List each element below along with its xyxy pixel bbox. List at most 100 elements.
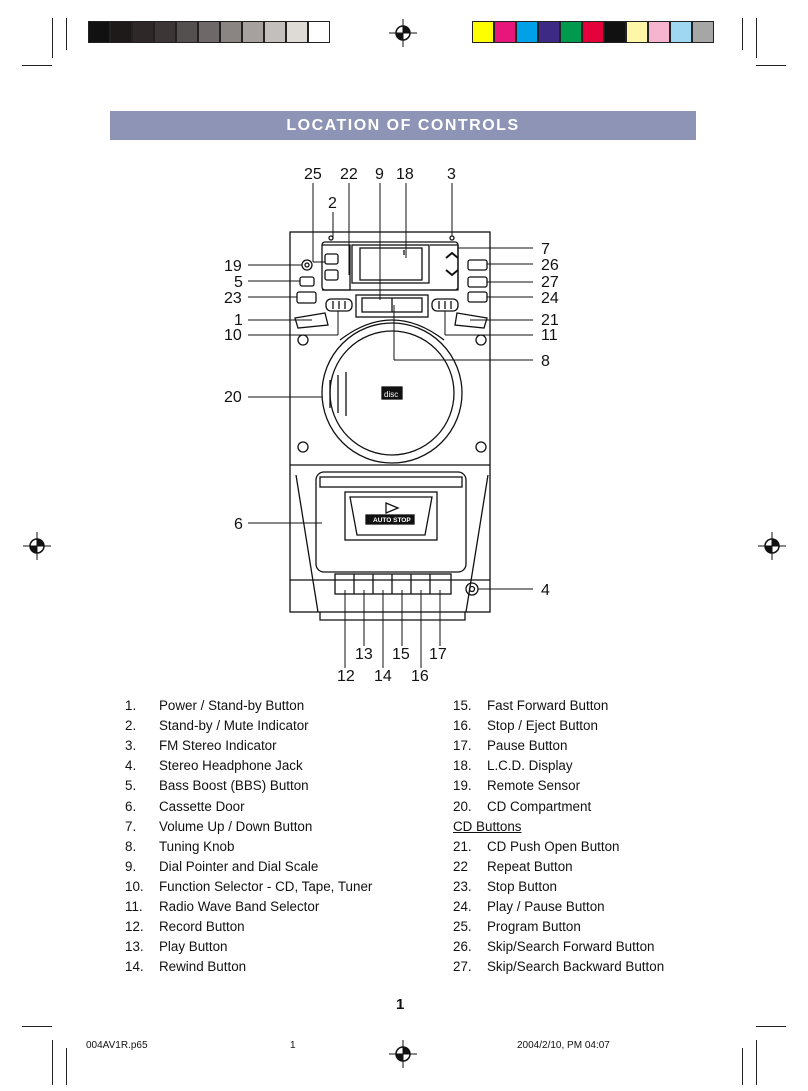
legend-item-number: 14. bbox=[125, 959, 144, 975]
legend-item-label: Program Button bbox=[487, 919, 581, 935]
color-swatch bbox=[604, 21, 626, 43]
color-swatch bbox=[538, 21, 560, 43]
callout-label: 6 bbox=[234, 516, 243, 533]
legend-item-number: 15. bbox=[453, 698, 472, 713]
callout-label: 4 bbox=[541, 582, 550, 599]
callout-label: 24 bbox=[541, 290, 559, 307]
page-number: 1 bbox=[396, 996, 405, 1013]
controls-legend-left: 1. Power / Stand-by Button 2. Stand-by / Mu… bbox=[125, 698, 425, 988]
crop-mark bbox=[66, 18, 67, 50]
callout-label: 2 bbox=[328, 195, 337, 212]
legend-item-number: 1. bbox=[125, 698, 137, 713]
crop-mark bbox=[756, 65, 786, 66]
legend-item-label: Play / Pause Button bbox=[487, 899, 605, 914]
color-swatch bbox=[308, 21, 330, 43]
auto-stop-label: AUTO STOP bbox=[373, 517, 411, 524]
color-swatch bbox=[472, 21, 494, 43]
legend-item-number: 24. bbox=[453, 899, 472, 914]
callout-label: 17 bbox=[429, 646, 447, 663]
legend-item-label: Power / Stand-by Button bbox=[159, 698, 305, 713]
registration-mark-icon bbox=[758, 532, 786, 560]
color-swatch bbox=[154, 21, 176, 43]
legend-item-label: Function Selector - CD, Tape, Tuner bbox=[159, 878, 373, 894]
crop-mark bbox=[742, 1048, 743, 1085]
color-swatch bbox=[88, 21, 110, 43]
legend-item-label: Radio Wave Band Selector bbox=[159, 899, 320, 914]
crop-mark bbox=[22, 65, 52, 66]
crop-mark bbox=[66, 1048, 67, 1085]
color-swatch bbox=[286, 21, 308, 43]
legend-item-label: Record Button bbox=[159, 919, 245, 935]
legend-item-number: 8. bbox=[125, 838, 137, 854]
callout-label: 25 bbox=[304, 166, 322, 183]
legend-item-number: 10. bbox=[125, 878, 144, 894]
color-swatch bbox=[132, 21, 154, 43]
color-swatch bbox=[220, 21, 242, 43]
legend-item-label: Stop Button bbox=[487, 878, 557, 894]
crop-mark bbox=[52, 18, 53, 58]
color-swatch bbox=[626, 21, 648, 43]
color-swatch bbox=[670, 21, 692, 43]
process-color-bar bbox=[472, 21, 714, 43]
legend-item-number: 20. bbox=[453, 798, 472, 814]
callout-label: 26 bbox=[541, 257, 559, 274]
legend-item-number: 17. bbox=[453, 738, 472, 754]
legend-item-number: 5. bbox=[125, 778, 137, 794]
legend-item-label: Stand-by / Mute Indicator bbox=[159, 718, 309, 734]
callout-label: 22 bbox=[340, 166, 358, 183]
registration-mark-icon bbox=[23, 532, 51, 560]
legend-item-number: 16. bbox=[453, 718, 472, 734]
callout-label: 16 bbox=[411, 668, 429, 685]
legend-item-label: Skip/Search Backward Button bbox=[487, 959, 665, 975]
color-swatch bbox=[242, 21, 264, 43]
legend-item-label: Volume Up / Down Button bbox=[159, 818, 313, 834]
legend-item-number: 26. bbox=[453, 939, 472, 955]
callout-label: 21 bbox=[541, 312, 559, 329]
grayscale-color-bar bbox=[88, 21, 330, 43]
legend-item-number: 27. bbox=[453, 959, 472, 975]
callout-label: 14 bbox=[374, 668, 392, 685]
crop-mark bbox=[742, 18, 743, 50]
section-title-banner: LOCATION OF CONTROLS bbox=[110, 111, 696, 140]
legend-item-number: 18. bbox=[453, 758, 472, 774]
color-swatch bbox=[198, 21, 220, 43]
legend-item-number: 2. bbox=[125, 718, 137, 734]
color-swatch bbox=[560, 21, 582, 43]
registration-mark-icon bbox=[389, 1040, 417, 1068]
legend-item-label: Pause Button bbox=[487, 738, 568, 754]
callout-label: 8 bbox=[541, 353, 550, 370]
callout-label: 11 bbox=[541, 327, 558, 344]
callout-label: 18 bbox=[396, 166, 414, 183]
legend-item-number: 22 bbox=[453, 858, 468, 874]
legend-item-label: Fast Forward Button bbox=[487, 698, 609, 713]
legend-item-number: 12. bbox=[125, 919, 144, 935]
crop-mark bbox=[756, 18, 757, 58]
legend-item-label: Tuning Knob bbox=[159, 838, 235, 854]
legend-item-number: 21. bbox=[453, 838, 472, 854]
legend-item-label: Remote Sensor bbox=[487, 778, 581, 794]
color-swatch bbox=[264, 21, 286, 43]
callout-label: 10 bbox=[224, 327, 242, 344]
callout-label: 7 bbox=[541, 241, 550, 258]
legend-item-label: Rewind Button bbox=[159, 959, 247, 975]
color-swatch bbox=[648, 21, 670, 43]
crop-mark bbox=[756, 1040, 757, 1085]
color-swatch bbox=[516, 21, 538, 43]
callout-label: 13 bbox=[355, 646, 373, 663]
legend-item-label: Bass Boost (BBS) Button bbox=[159, 778, 309, 794]
cd-buttons-heading: CD Buttons bbox=[453, 818, 522, 834]
footer-date: 2004/2/10, PM 04:07 bbox=[517, 1040, 610, 1051]
crop-mark bbox=[52, 1040, 53, 1085]
footer-page: 1 bbox=[290, 1040, 296, 1051]
legend-item-number: 4. bbox=[125, 758, 137, 774]
legend-item-number: 25. bbox=[453, 919, 472, 935]
crop-mark bbox=[22, 1026, 52, 1027]
callout-label: 12 bbox=[337, 668, 355, 685]
legend-item-number: 11. bbox=[125, 899, 143, 914]
callout-label: 20 bbox=[224, 389, 242, 406]
color-swatch bbox=[582, 21, 604, 43]
legend-item-number: 3. bbox=[125, 738, 137, 754]
callout-label: 15 bbox=[392, 646, 410, 663]
